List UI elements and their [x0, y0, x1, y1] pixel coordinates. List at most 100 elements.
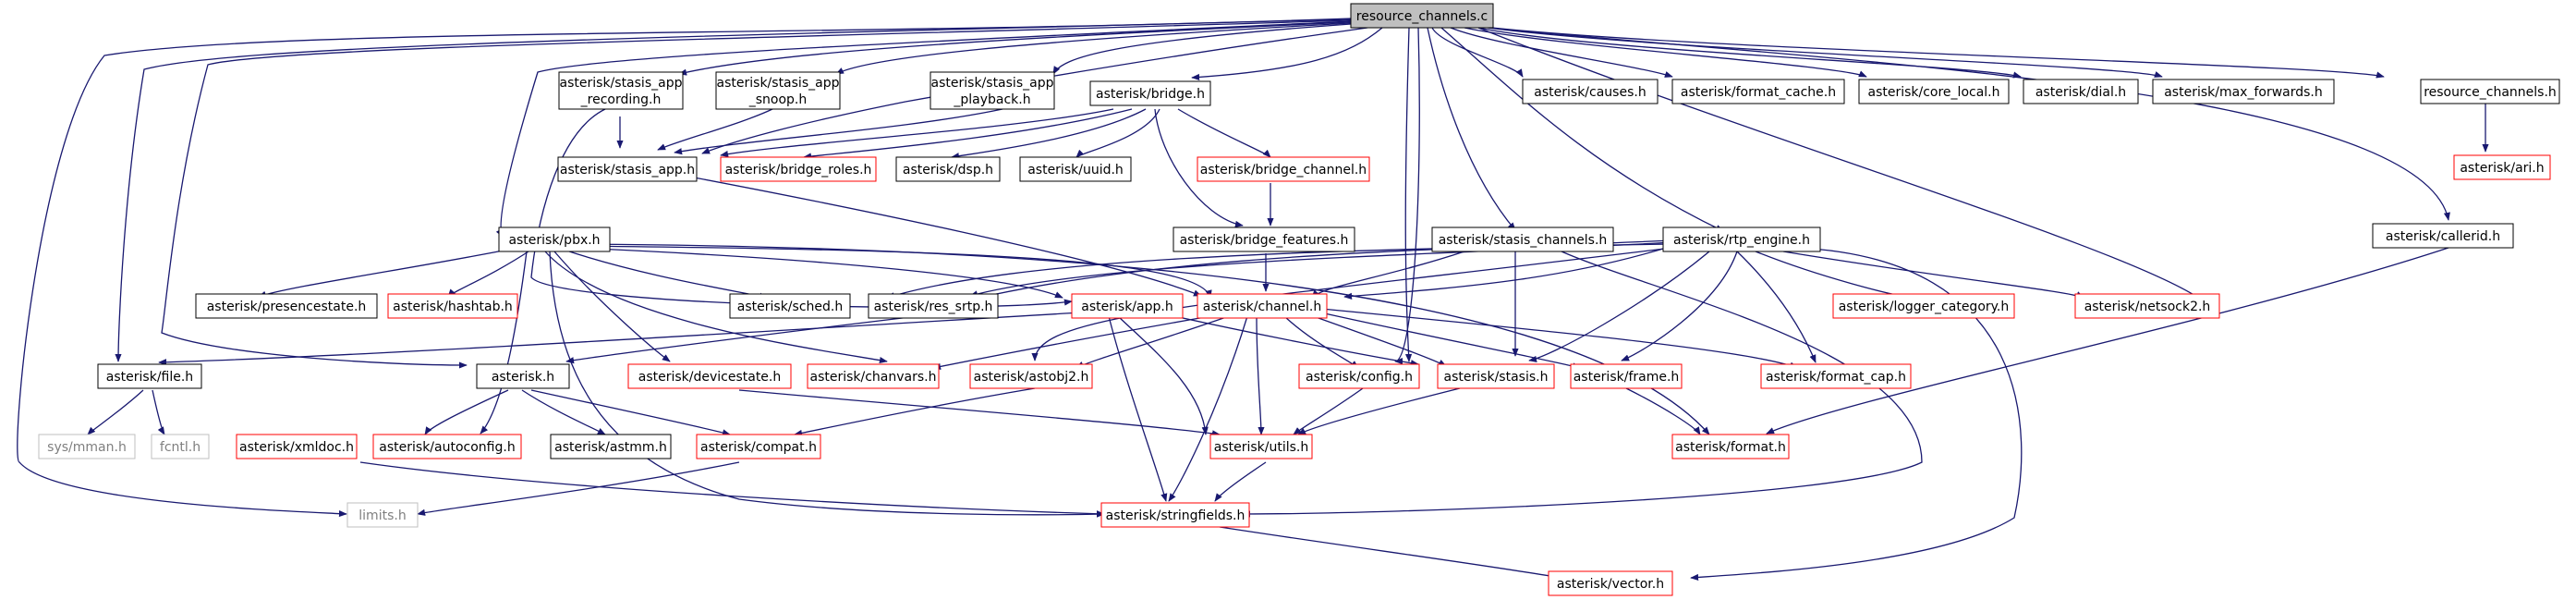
dependency-edges	[17, 18, 2489, 582]
node-rtp-engine-h[interactable]: asterisk/rtp_engine.h	[1662, 227, 1821, 252]
node-label: asterisk/bridge_channel.h	[1200, 163, 1367, 178]
node-stasis-app-h[interactable]: asterisk/stasis_app.h	[557, 156, 698, 182]
node-label: asterisk/presencestate.h	[207, 300, 367, 314]
node-label: asterisk/logger_category.h	[1839, 300, 2010, 314]
node-xmldoc-h[interactable]: asterisk/xmldoc.h	[236, 434, 358, 459]
node-stasis-app-recording[interactable]: asterisk/stasis_app _recording.h	[558, 71, 684, 110]
node-resource-channels-h[interactable]: resource_channels.h	[2420, 79, 2560, 104]
node-bridge-roles-h[interactable]: asterisk/bridge_roles.h	[720, 156, 877, 182]
node-label: asterisk/channel.h	[1203, 300, 1321, 314]
node-label: asterisk/stasis_app	[931, 76, 1054, 91]
node-sched-h[interactable]: asterisk/sched.h	[729, 293, 851, 319]
node-label: asterisk/format_cache.h	[1681, 85, 1836, 100]
node-config-h[interactable]: asterisk/config.h	[1298, 363, 1420, 389]
node-label: asterisk/chanvars.h	[810, 370, 937, 385]
node-label: asterisk/uuid.h	[1027, 163, 1124, 178]
node-label: asterisk/callerid.h	[2386, 229, 2500, 244]
node-stringfields-h[interactable]: asterisk/stringfields.h	[1100, 502, 1250, 528]
node-label: asterisk/max_forwards.h	[2164, 85, 2323, 100]
node-stasis-h[interactable]: asterisk/stasis.h	[1437, 363, 1555, 389]
node-label: asterisk/sched.h	[737, 300, 843, 314]
node-label: asterisk/ari.h	[2460, 161, 2544, 176]
node-label: asterisk/bridge.h	[1096, 87, 1205, 102]
node-label: asterisk/astmm.h	[554, 440, 667, 455]
node-frame-h[interactable]: asterisk/frame.h	[1570, 363, 1683, 389]
header-nodes: resource_channels.c asterisk/stasis_app …	[38, 3, 2560, 596]
node-label: fcntl.h	[160, 440, 200, 455]
node-label: asterisk/stasis.h	[1444, 370, 1549, 385]
node-label: asterisk/utils.h	[1214, 440, 1309, 455]
node-label: _playback.h	[953, 92, 1030, 107]
node-netsock2-h[interactable]: asterisk/netsock2.h	[2074, 293, 2220, 319]
node-label: asterisk/dsp.h	[903, 163, 993, 178]
node-stasis-app-playback[interactable]: asterisk/stasis_app _playback.h	[930, 71, 1055, 110]
node-label: asterisk/stasis_app	[560, 76, 683, 91]
node-label: asterisk/file.h	[106, 370, 193, 385]
node-asterisk-h[interactable]: asterisk.h	[476, 363, 570, 389]
node-label: _snoop.h	[748, 92, 808, 107]
node-fcntl-h[interactable]: fcntl.h	[151, 434, 210, 459]
node-label: asterisk/bridge_features.h	[1180, 233, 1349, 248]
node-logger-category-h[interactable]: asterisk/logger_category.h	[1832, 293, 2015, 319]
node-label: resource_channels.c	[1356, 9, 1488, 24]
node-bridge-channel-h[interactable]: asterisk/bridge_channel.h	[1197, 156, 1370, 182]
node-bridge-h[interactable]: asterisk/bridge.h	[1089, 80, 1211, 106]
node-hashtab-h[interactable]: asterisk/hashtab.h	[387, 293, 518, 319]
node-chanvars-h[interactable]: asterisk/chanvars.h	[807, 363, 940, 389]
node-label: asterisk/format_cap.h	[1766, 370, 1906, 385]
node-label: asterisk/xmldoc.h	[239, 440, 354, 455]
node-label: _recording.h	[580, 92, 662, 107]
node-compat-h[interactable]: asterisk/compat.h	[696, 434, 821, 459]
node-label: asterisk/config.h	[1306, 370, 1413, 385]
node-dsp-h[interactable]: asterisk/dsp.h	[895, 156, 1001, 182]
node-uuid-h[interactable]: asterisk/uuid.h	[1019, 156, 1132, 182]
node-devicestate-h[interactable]: asterisk/devicestate.h	[627, 363, 792, 389]
node-vector-h[interactable]: asterisk/vector.h	[1548, 570, 1673, 596]
node-label: asterisk/app.h	[1081, 300, 1173, 314]
node-label: sys/mman.h	[47, 440, 127, 455]
node-label: asterisk/res_srtp.h	[874, 300, 993, 314]
node-causes-h[interactable]: asterisk/causes.h	[1522, 79, 1659, 104]
node-label: asterisk/stasis_app	[717, 76, 840, 91]
node-pbx-h[interactable]: asterisk/pbx.h	[498, 227, 611, 252]
node-dial-h[interactable]: asterisk/dial.h	[2023, 79, 2139, 104]
node-label: resource_channels.h	[2424, 85, 2557, 100]
node-label: asterisk/devicestate.h	[638, 370, 782, 385]
node-res-srtp-h[interactable]: asterisk/res_srtp.h	[868, 293, 999, 319]
node-ari-h[interactable]: asterisk/ari.h	[2453, 154, 2551, 180]
node-format-cap-h[interactable]: asterisk/format_cap.h	[1760, 363, 1912, 389]
node-max-forwards-h[interactable]: asterisk/max_forwards.h	[2152, 79, 2335, 104]
node-presencestate-h[interactable]: asterisk/presencestate.h	[195, 293, 378, 319]
node-label: asterisk/stasis_channels.h	[1439, 233, 1608, 248]
node-label: asterisk/vector.h	[1557, 577, 1664, 592]
node-limits-h[interactable]: limits.h	[346, 502, 419, 528]
node-autoconfig-h[interactable]: asterisk/autoconfig.h	[372, 434, 522, 459]
node-label: asterisk/core_local.h	[1867, 85, 1999, 100]
node-sys-mman-h[interactable]: sys/mman.h	[38, 434, 136, 459]
node-stasis-app-snoop[interactable]: asterisk/stasis_app _snoop.h	[715, 71, 841, 110]
node-astobj2-h[interactable]: asterisk/astobj2.h	[969, 363, 1093, 389]
node-astmm-h[interactable]: asterisk/astmm.h	[550, 434, 672, 459]
node-format-cache-h[interactable]: asterisk/format_cache.h	[1671, 79, 1845, 104]
node-file-h[interactable]: asterisk/file.h	[97, 363, 202, 389]
node-label: asterisk/causes.h	[1534, 85, 1646, 100]
node-bridge-features-h[interactable]: asterisk/bridge_features.h	[1173, 227, 1355, 252]
node-label: asterisk/pbx.h	[508, 233, 600, 248]
node-label: asterisk/autoconfig.h	[379, 440, 515, 455]
node-utils-h[interactable]: asterisk/utils.h	[1209, 434, 1313, 459]
node-label: asterisk/hashtab.h	[393, 300, 513, 314]
node-core-local-h[interactable]: asterisk/core_local.h	[1858, 79, 2010, 104]
node-label: asterisk.h	[492, 370, 554, 385]
node-callerid-h[interactable]: asterisk/callerid.h	[2372, 223, 2514, 249]
node-app-h[interactable]: asterisk/app.h	[1071, 293, 1184, 319]
node-stasis-channels-h[interactable]: asterisk/stasis_channels.h	[1431, 227, 1614, 252]
node-resource-channels-c[interactable]: resource_channels.c	[1350, 3, 1494, 29]
node-format-h[interactable]: asterisk/format.h	[1671, 434, 1790, 459]
node-label: asterisk/compat.h	[700, 440, 817, 455]
node-channel-h[interactable]: asterisk/channel.h	[1197, 293, 1328, 319]
node-label: asterisk/format.h	[1675, 440, 1786, 455]
node-label: asterisk/frame.h	[1574, 370, 1680, 385]
node-label: asterisk/netsock2.h	[2084, 300, 2211, 314]
node-label: asterisk/rtp_engine.h	[1673, 233, 1810, 248]
